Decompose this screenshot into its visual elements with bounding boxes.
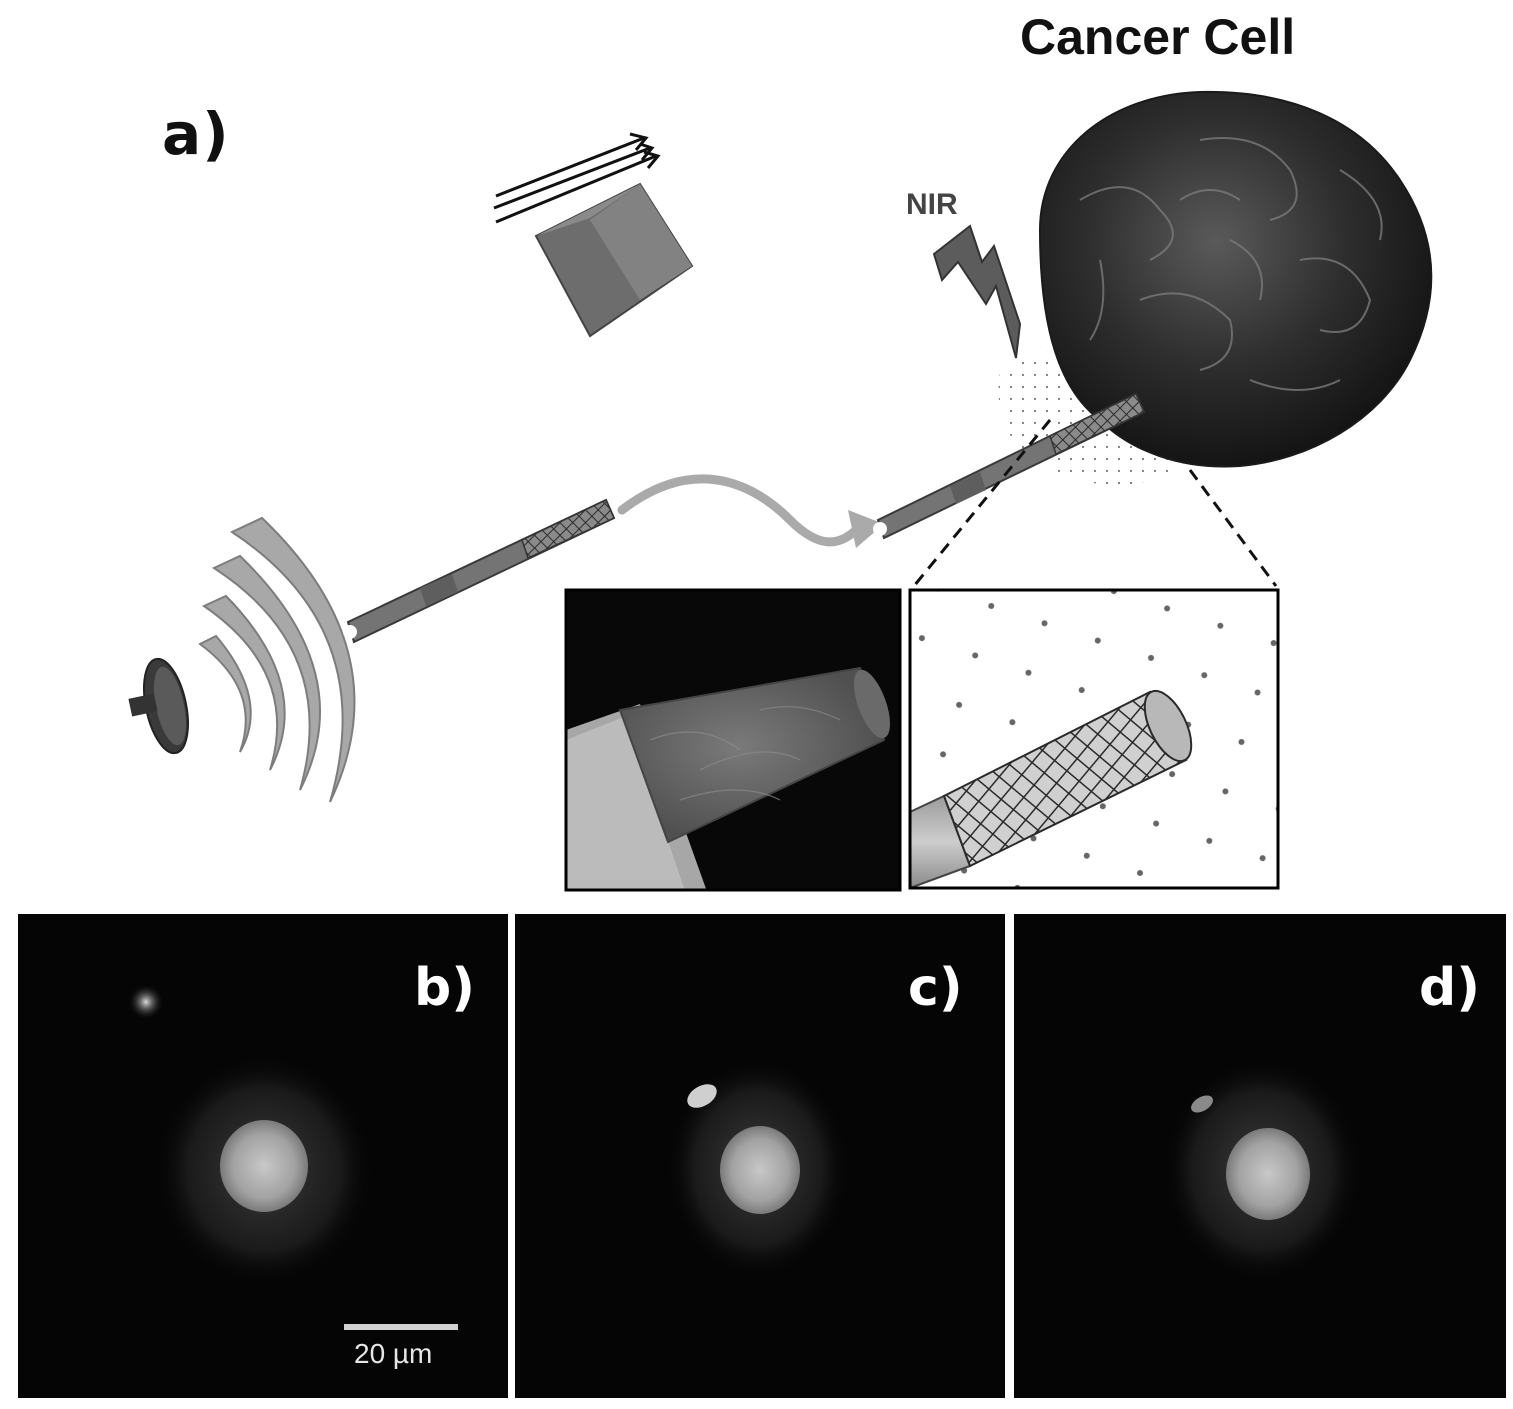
schematic-inset-image (910, 590, 1278, 888)
micrograph-panel-d (1014, 914, 1506, 1398)
zoom-guide-lines (912, 419, 1278, 587)
ultrasound-waves-icon (198, 516, 356, 803)
micrograph-panel-b (18, 914, 508, 1398)
magnetic-field-arrows-icon (493, 132, 661, 224)
scale-bar-label: 20 µm (354, 1338, 433, 1369)
sem-inset-image (566, 590, 900, 890)
cancer-cell-title: Cancer Cell (1020, 9, 1296, 65)
scale-bar-line (344, 1324, 458, 1330)
magnet-cube-icon (534, 182, 694, 338)
panel-b-label: b) (414, 958, 475, 1018)
cancer-cell-icon (1038, 90, 1433, 468)
panel-a-label: a) (162, 100, 230, 168)
panel-d-label: d) (1419, 958, 1480, 1018)
nanorod-left (343, 498, 616, 644)
transducer-icon (128, 657, 189, 755)
nir-label: NIR (906, 188, 958, 221)
panel-c-label: c) (908, 958, 963, 1018)
micrograph-panel-c (515, 914, 1005, 1398)
nir-lightning-icon (932, 224, 1022, 359)
travel-arrow-icon (617, 474, 884, 548)
